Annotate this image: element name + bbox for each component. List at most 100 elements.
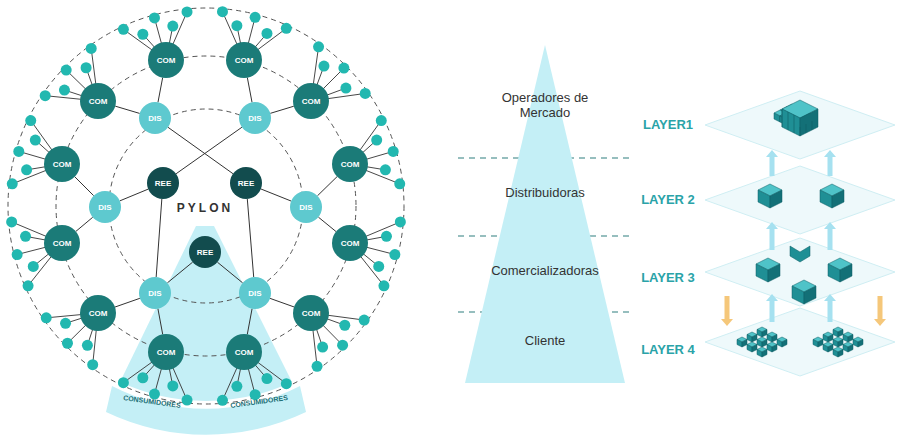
cube-grid: [794, 115, 795, 133]
consumer-dot: [318, 61, 329, 72]
cube: [792, 280, 816, 304]
flow-arrow: [770, 228, 775, 250]
consumer-dot: [137, 29, 148, 40]
flow-arrow: [725, 296, 730, 320]
consumer-dot: [81, 62, 92, 73]
node-label: DIS: [148, 289, 161, 298]
network-node: DIS: [139, 277, 171, 309]
connector: [168, 127, 233, 173]
connector: [176, 127, 242, 174]
consumer-dot: [337, 340, 348, 351]
consumer-dot: [312, 361, 323, 372]
network-node: DIS: [139, 102, 171, 134]
connector: [120, 189, 148, 201]
consumer-dot: [167, 380, 178, 391]
node-label: DIS: [248, 114, 261, 123]
consumer-dot: [339, 320, 350, 331]
consumer-dot: [231, 381, 242, 392]
dashed-rings: [8, 8, 404, 404]
pyramid: Operadores de MercadoDistribuidorasComer…: [465, 45, 625, 383]
node-label: DIS: [299, 203, 312, 212]
cube-grid: [806, 124, 807, 133]
consumer-dot: [261, 28, 272, 39]
node-label: COM: [302, 309, 321, 318]
cube: [823, 342, 833, 352]
consumer-dot: [86, 43, 97, 54]
cube: [758, 184, 782, 208]
node-label: REE: [155, 179, 171, 188]
network-node: COM: [293, 83, 329, 119]
node-label: DIS: [148, 114, 161, 123]
consumer-dot: [59, 85, 70, 96]
flow-arrow: [828, 300, 833, 322]
consumer-dot: [250, 12, 261, 23]
consumer-dots: [6, 6, 406, 406]
consumer-dot: [21, 164, 32, 175]
node-label: REE: [238, 179, 254, 188]
consumer-dot: [381, 231, 392, 242]
consumer-dot: [60, 318, 71, 329]
cube: [767, 342, 777, 352]
network-node: COM: [226, 334, 262, 370]
consumer-dot: [167, 21, 178, 32]
consumer-dot: [118, 377, 129, 388]
consumer-dot: [182, 6, 193, 17]
consumer-dot: [12, 249, 23, 260]
cube: [843, 342, 853, 352]
cube: [843, 332, 853, 342]
consumer-dot: [388, 146, 399, 157]
node-label: COM: [89, 309, 108, 318]
connector: [270, 298, 294, 307]
consumer-dot: [371, 135, 382, 146]
connector: [317, 177, 337, 196]
connector: [158, 309, 163, 335]
flow-arrowhead: [874, 319, 886, 326]
layer-stack: [705, 91, 895, 376]
connector: [247, 199, 253, 277]
consumer-dot: [82, 340, 93, 351]
cube: [747, 342, 757, 352]
consumer-dot: [118, 24, 129, 35]
node-label: COM: [341, 160, 360, 169]
network-node: DIS: [290, 191, 322, 223]
tier-label: Comercializadoras: [470, 263, 620, 278]
network-node: COM: [44, 146, 80, 182]
network-node: REE: [189, 236, 221, 268]
open-cube: [790, 246, 810, 262]
cube: [737, 337, 747, 347]
connector: [247, 78, 252, 103]
consumer-dot: [20, 231, 31, 242]
network-node: COM: [148, 42, 184, 78]
consumer-dot: [389, 249, 400, 260]
network-node: COM: [148, 334, 184, 370]
tier-label: Cliente: [470, 333, 620, 348]
connector: [318, 217, 336, 231]
cube: [757, 337, 767, 347]
node-label: COM: [157, 348, 176, 357]
cube: [747, 332, 757, 342]
pyramid-fill: [465, 45, 625, 383]
layer-plane: [705, 91, 895, 159]
consumer-dot: [6, 216, 17, 227]
cube: [757, 347, 767, 357]
node-label: COM: [53, 160, 72, 169]
cube: [853, 337, 863, 347]
node-label: COM: [235, 348, 254, 357]
flow-arrowhead: [766, 294, 778, 301]
node-label: DIS: [248, 289, 261, 298]
flow-arrowhead: [766, 150, 778, 157]
cube: [833, 347, 843, 357]
cube: [820, 184, 844, 208]
network-node: DIS: [239, 277, 271, 309]
flow-arrowhead: [824, 222, 836, 229]
layer-label: LAYER 3: [641, 270, 695, 285]
node-label: DIS: [98, 203, 111, 212]
network-node: COM: [332, 225, 368, 261]
network-node: COM: [332, 146, 368, 182]
flow-arrow: [770, 156, 775, 176]
consumer-dot: [182, 395, 193, 406]
consumer-dot: [61, 65, 72, 76]
connector: [217, 262, 242, 283]
